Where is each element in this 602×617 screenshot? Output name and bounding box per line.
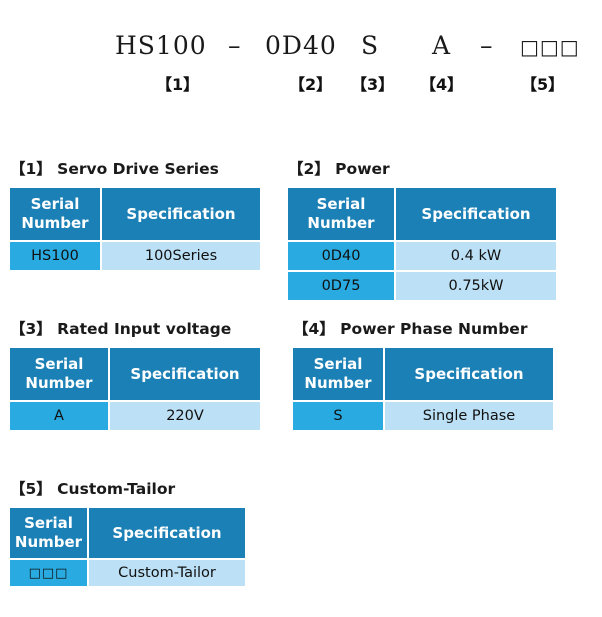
table-row: S Single Phase — [293, 402, 553, 430]
serial-line-2: Number — [304, 374, 372, 392]
cell-serial: A — [10, 402, 110, 430]
column-header-specification: Specification — [396, 188, 556, 242]
serial-line-2: Number — [307, 214, 375, 232]
table-rated-input-voltage: Serial Number Specification A 220V — [10, 348, 260, 430]
table-header-row: Serial Number Specification — [293, 348, 553, 402]
section-title-2: 【2】 Power — [288, 160, 390, 178]
cell-serial-custom-boxes: □□□ — [10, 560, 89, 586]
table-power-phase-number: Serial Number Specification S Single Pha… — [293, 348, 553, 430]
table-custom-tailor: Serial Number Specification □□□ Custom-T… — [10, 508, 245, 586]
serial-line-1: Serial — [313, 355, 363, 373]
table-row: A 220V — [10, 402, 260, 430]
column-header-specification: Specification — [102, 188, 260, 242]
section-title-3: 【3】 Rated Input voltage — [10, 320, 232, 338]
index-marker-5: 【5】 — [521, 75, 565, 94]
section-title-4: 【4】 Power Phase Number — [293, 320, 528, 338]
column-header-serial-number: Serial Number — [10, 508, 89, 560]
section-title-1: 【1】 Servo Drive Series — [10, 160, 219, 178]
model-code-power: 0D40 — [265, 31, 337, 60]
table-header-row: Serial Number Specification — [288, 188, 556, 242]
section-power: 【2】 Power Serial Number Specification 0D… — [288, 160, 556, 300]
serial-line-2: Number — [21, 214, 89, 232]
index-marker-1: 【1】 — [156, 75, 200, 94]
model-code-series: HS100 — [115, 31, 207, 60]
column-header-serial-number: Serial Number — [288, 188, 396, 242]
model-code-dash-1: – — [228, 31, 241, 60]
model-code-dash-2: – — [480, 31, 493, 60]
model-code-phase: S — [361, 31, 380, 60]
table-row: □□□ Custom-Tailor — [10, 560, 245, 586]
table-row: 0D75 0.75kW — [288, 272, 556, 300]
model-code-voltage: A — [432, 31, 452, 60]
cell-specification: 100Series — [102, 242, 260, 270]
column-header-serial-number: Serial Number — [10, 188, 102, 242]
serial-line-1: Serial — [30, 195, 80, 213]
model-code-breakdown: HS100 – 0D40 S A – □□□ — [0, 30, 602, 64]
section-servo-drive-series: 【1】 Servo Drive Series Serial Number Spe… — [10, 160, 260, 270]
table-row: 0D40 0.4 kW — [288, 242, 556, 272]
cell-specification: Custom-Tailor — [89, 560, 245, 586]
table-header-row: Serial Number Specification — [10, 188, 260, 242]
column-header-specification: Specification — [89, 508, 245, 560]
section-title-5: 【5】 Custom-Tailor — [10, 480, 176, 498]
cell-serial: 0D40 — [288, 242, 396, 272]
serial-line-2: Number — [25, 374, 93, 392]
table-row: HS100 100Series — [10, 242, 260, 270]
cell-specification: 220V — [110, 402, 260, 430]
cell-specification: 0.75kW — [396, 272, 556, 300]
cell-specification: 0.4 kW — [396, 242, 556, 272]
cell-serial: 0D75 — [288, 272, 396, 300]
table-header-row: Serial Number Specification — [10, 348, 260, 402]
table-power: Serial Number Specification 0D40 0.4 kW … — [288, 188, 556, 300]
model-code-custom-boxes: □□□ — [520, 35, 580, 59]
column-header-serial-number: Serial Number — [293, 348, 385, 402]
index-marker-2: 【2】 — [289, 75, 333, 94]
serial-line-2: Number — [14, 533, 83, 551]
cell-serial: S — [293, 402, 385, 430]
index-marker-4: 【4】 — [420, 75, 464, 94]
cell-specification: Single Phase — [385, 402, 553, 430]
column-header-specification: Specification — [385, 348, 553, 402]
serial-line-1: Serial — [24, 514, 73, 532]
section-power-phase-number: 【4】 Power Phase Number Serial Number Spe… — [293, 320, 553, 430]
table-header-row: Serial Number Specification — [10, 508, 245, 560]
index-marker-3: 【3】 — [351, 75, 395, 94]
table-servo-drive-series: Serial Number Specification HS100 100Ser… — [10, 188, 260, 270]
section-rated-input-voltage: 【3】 Rated Input voltage Serial Number Sp… — [10, 320, 260, 430]
serial-line-1: Serial — [34, 355, 84, 373]
serial-line-1: Serial — [316, 195, 366, 213]
section-custom-tailor: 【5】 Custom-Tailor Serial Number Specific… — [10, 480, 245, 586]
column-header-specification: Specification — [110, 348, 260, 402]
index-marker-row: 【1】 【2】 【3】 【4】 【5】 — [0, 74, 602, 98]
column-header-serial-number: Serial Number — [10, 348, 110, 402]
cell-serial: HS100 — [10, 242, 102, 270]
